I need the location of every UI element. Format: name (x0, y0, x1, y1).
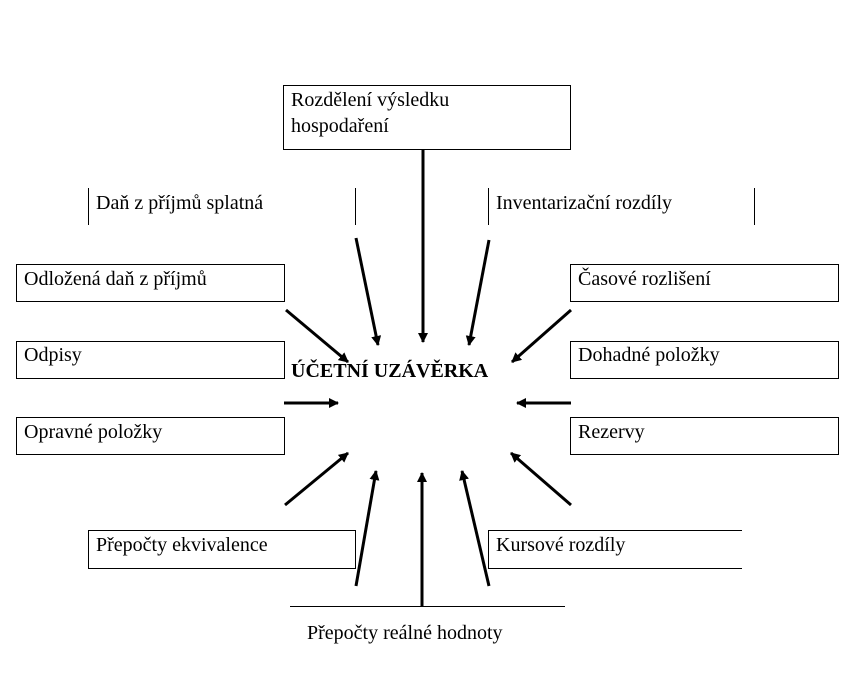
box-inventarizacni-left (488, 188, 489, 225)
label-opravne-polozky: Opravné položky (24, 421, 163, 443)
label-kursove-rozdily: Kursové rozdíly (496, 534, 626, 556)
label-prepocty-ekvivalence: Přepočty ekvivalence (96, 534, 268, 556)
box-kursove-bottom (488, 568, 742, 569)
box-kursove-left (488, 530, 489, 569)
center-title: ÚČETNÍ UZÁVĚRKA (291, 360, 489, 382)
arrow-kursove-lower (459, 470, 491, 587)
box-dohadne-polozky (570, 341, 839, 379)
label-casove-rozliseni: Časové rozlišení (578, 268, 711, 290)
box-dan-splatna-right (355, 188, 356, 225)
box-prepocty-ekvivalence (88, 530, 356, 569)
label-rozdeleni-line1: Rozdělení výsledku (291, 89, 450, 111)
label-odpisy: Odpisy (24, 344, 82, 366)
arrow-prepocty-ekvivalence (354, 470, 380, 587)
box-rozdeleni (283, 85, 571, 150)
box-odlozena-dan (16, 264, 285, 302)
box-odpisy (16, 341, 285, 379)
label-inventarizacni: Inventarizační rozdíly (496, 192, 673, 214)
box-prepocty-realne-top (290, 606, 565, 607)
label-rezervy: Rezervy (578, 421, 645, 443)
box-kursove-top (488, 530, 742, 531)
box-inventarizacni-right (754, 188, 755, 225)
label-dan-splatna: Daň z příjmů splatná (96, 192, 264, 214)
arrow-casove-rozliseni (511, 308, 572, 364)
box-casove-rozliseni (570, 264, 839, 302)
arrow-odlozena-dan (285, 308, 349, 364)
box-opravne-polozky (16, 417, 285, 455)
label-prepocty-realne: Přepočty reálné hodnoty (307, 622, 503, 644)
box-dan-splatna-left (88, 188, 89, 225)
label-dohadne-polozky: Dohadné položky (578, 344, 720, 366)
box-rezervy (570, 417, 839, 455)
arrow-dan-splatna (354, 237, 382, 346)
arrow-kursove (510, 451, 572, 507)
arrow-inventarizacni (465, 239, 491, 346)
arrow-opravne (284, 451, 349, 507)
label-rozdeleni-line2: hospodaření (291, 115, 389, 137)
label-odlozena-dan: Odložená daň z příjmů (24, 268, 207, 290)
